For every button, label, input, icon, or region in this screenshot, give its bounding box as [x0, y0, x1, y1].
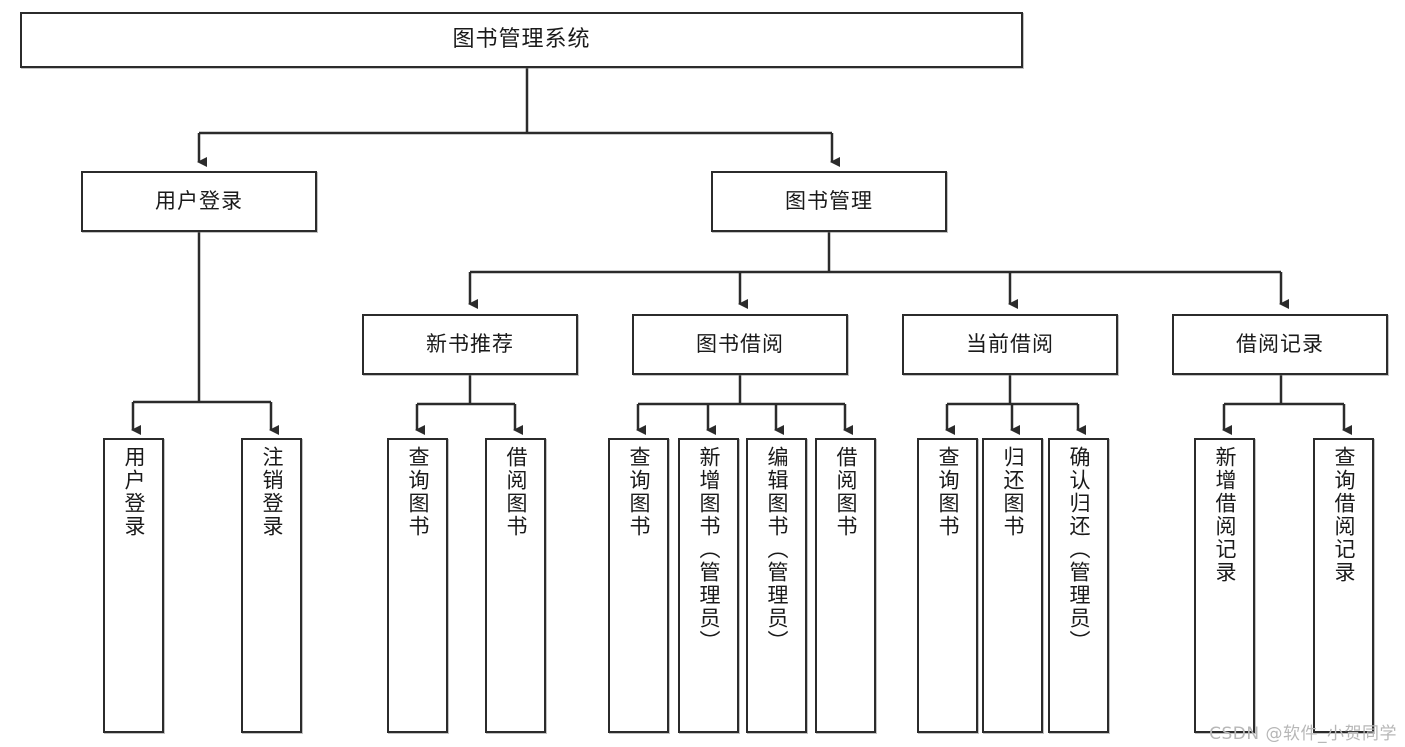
node-label: 编辑图书（管理员）	[764, 446, 789, 653]
node-label: 图书借阅	[696, 331, 784, 356]
leaf-recommend-borrow-book[interactable]: 借阅图书	[485, 438, 546, 733]
leaf-record-add-borrow-record[interactable]: 新增借阅记录	[1194, 438, 1255, 733]
node-label: 确认归还（管理员）	[1066, 446, 1091, 653]
leaf-current-return-book[interactable]: 归还图书	[982, 438, 1043, 733]
node-borrow-record[interactable]: 借阅记录	[1172, 314, 1388, 375]
leaf-current-query-book[interactable]: 查询图书	[917, 438, 978, 733]
leaf-recommend-query-book[interactable]: 查询图书	[387, 438, 448, 733]
leaf-borrow-query-book[interactable]: 查询图书	[608, 438, 669, 733]
node-label: 借阅图书	[503, 446, 528, 538]
node-root-book-management-system[interactable]: 图书管理系统	[20, 12, 1023, 68]
node-label: 用户登录	[121, 446, 146, 538]
node-label: 归还图书	[1000, 446, 1025, 538]
leaf-record-query-borrow-record[interactable]: 查询借阅记录	[1313, 438, 1374, 733]
watermark: CSDN @软件_小贺同学	[1209, 724, 1397, 744]
node-label: 新增借阅记录	[1212, 446, 1237, 584]
node-label: 查询借阅记录	[1331, 446, 1356, 584]
node-label: 新增图书（管理员）	[696, 446, 721, 653]
node-label: 当前借阅	[966, 331, 1054, 356]
leaf-current-confirm-return-admin[interactable]: 确认归还（管理员）	[1048, 438, 1109, 733]
node-current-borrow[interactable]: 当前借阅	[902, 314, 1118, 375]
node-label: 查询图书	[626, 446, 651, 538]
node-book-management[interactable]: 图书管理	[711, 171, 947, 232]
node-label: 借阅记录	[1236, 331, 1324, 356]
leaf-borrow-edit-book-admin[interactable]: 编辑图书（管理员）	[746, 438, 807, 733]
node-label: 注销登录	[259, 446, 284, 538]
node-label: 新书推荐	[426, 331, 514, 356]
node-label: 查询图书	[935, 446, 960, 538]
node-new-book-recommend[interactable]: 新书推荐	[362, 314, 578, 375]
node-label: 图书管理系统	[452, 26, 591, 52]
leaf-user-logout[interactable]: 注销登录	[241, 438, 302, 733]
leaf-user-login[interactable]: 用户登录	[103, 438, 164, 733]
node-label: 借阅图书	[833, 446, 858, 538]
node-label: 查询图书	[405, 446, 430, 538]
node-user-login[interactable]: 用户登录	[81, 171, 317, 232]
leaf-borrow-borrow-book[interactable]: 借阅图书	[815, 438, 876, 733]
node-label: 用户登录	[155, 188, 243, 213]
node-book-borrow[interactable]: 图书借阅	[632, 314, 848, 375]
node-label: 图书管理	[785, 188, 873, 213]
leaf-borrow-add-book-admin[interactable]: 新增图书（管理员）	[678, 438, 739, 733]
